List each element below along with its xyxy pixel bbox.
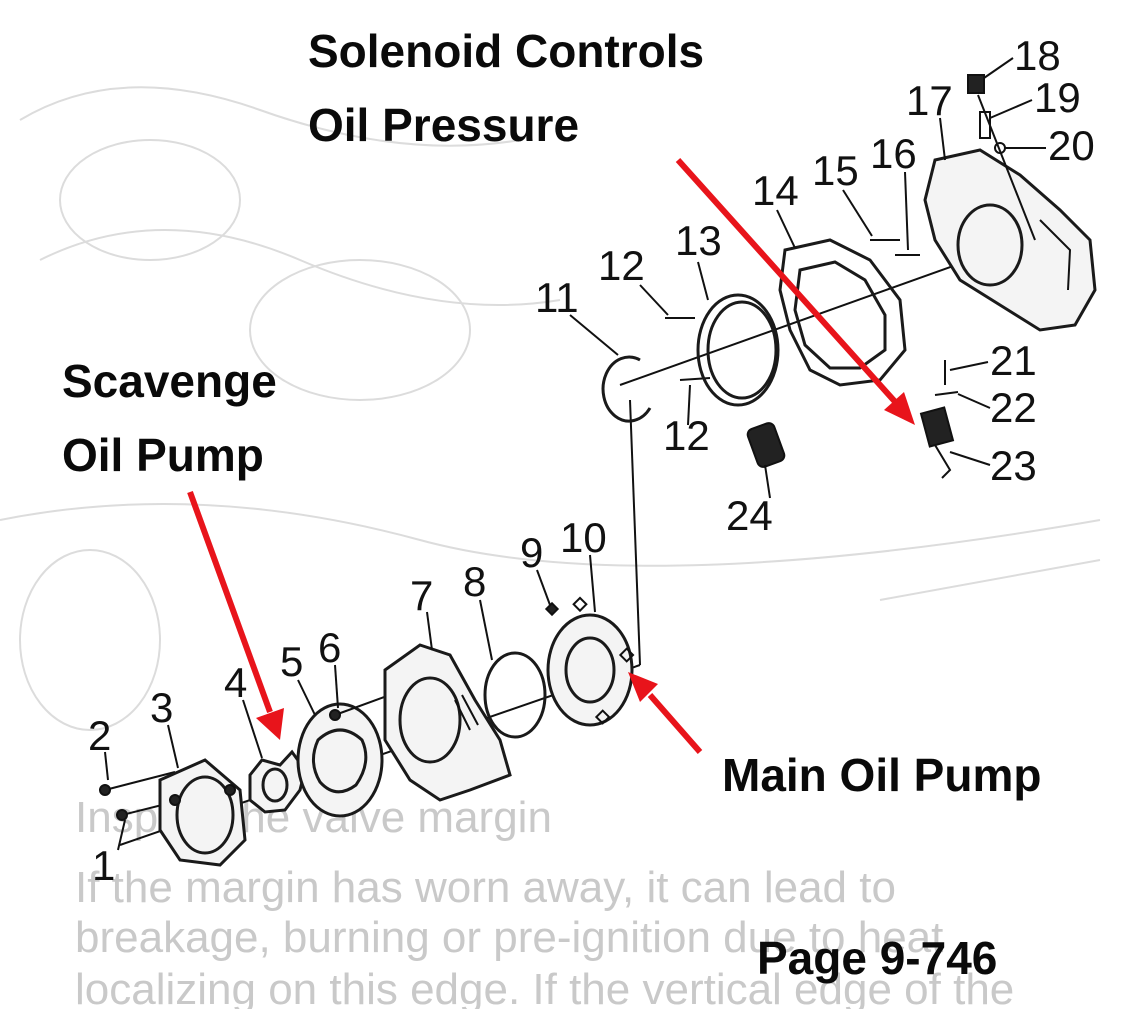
leader-lines <box>104 57 1046 851</box>
background-text: Inspect the valve margin If the margin h… <box>75 793 1014 1009</box>
solenoid-callout-line-2: Oil Pressure <box>308 99 580 151</box>
part-label-8: 8 <box>463 558 486 605</box>
part-8-o-ring <box>483 651 547 739</box>
part-label-5: 5 <box>280 638 303 685</box>
part-label-24: 24 <box>726 492 773 539</box>
part-label-23: 23 <box>990 442 1037 489</box>
part-label-13: 13 <box>675 217 722 264</box>
main-pump-arrow <box>647 693 703 754</box>
part-18-19-20-valve <box>967 74 1036 241</box>
part-label-15: 15 <box>812 147 859 194</box>
part-12-13-pins-ring <box>665 293 780 407</box>
page-reference: Page 9-746 <box>757 932 998 984</box>
part-7-pump-body <box>383 643 512 802</box>
part-label-11: 11 <box>535 274 579 321</box>
part-label-4: 4 <box>224 659 247 706</box>
bg-text-line-4: localizing on this edge. If the vertical… <box>75 965 1014 1009</box>
part-14-gasket <box>778 238 907 387</box>
part-label-10: 10 <box>560 514 607 561</box>
background-engine-sketch <box>0 86 1101 731</box>
part-label-12a: 12 <box>598 242 645 289</box>
part-15-16-pins <box>870 239 920 256</box>
part-label-9: 9 <box>520 529 543 576</box>
part-21-22-23-solenoid <box>919 360 959 479</box>
part-5-outer-gear <box>296 702 384 818</box>
part-label-21: 21 <box>990 337 1037 384</box>
part-number-labels: 1 2 3 4 5 6 7 8 9 10 11 12 12 13 14 15 1… <box>88 32 1095 889</box>
part-label-1: 1 <box>92 842 115 889</box>
solenoid-arrow <box>675 157 901 408</box>
scavenge-arrow <box>187 490 273 714</box>
part-label-22: 22 <box>990 384 1037 431</box>
part-label-17: 17 <box>906 77 953 124</box>
part-label-3: 3 <box>150 684 173 731</box>
part-17-front-cover <box>923 148 1097 332</box>
part-label-6: 6 <box>318 624 341 671</box>
part-label-7: 7 <box>410 572 433 619</box>
solenoid-callout-line-1: Solenoid Controls <box>308 25 705 77</box>
bg-text-line-3: breakage, burning or pre-ignition due to… <box>75 913 943 962</box>
part-bolts-1-2 <box>99 771 183 821</box>
scavenge-callout-line-1: Scavenge <box>62 355 277 407</box>
main-pump-callout: Main Oil Pump <box>722 749 1042 801</box>
scavenge-callout-line-2: Oil Pump <box>62 429 264 481</box>
part-label-20: 20 <box>1048 122 1095 169</box>
part-label-16: 16 <box>870 130 917 177</box>
part-3-pump-cover <box>158 758 247 867</box>
part-label-19: 19 <box>1034 74 1081 121</box>
part-label-2: 2 <box>88 712 111 759</box>
red-callout-arrows <box>187 157 915 754</box>
part-9-10-main-pump <box>544 596 635 727</box>
part-label-14: 14 <box>752 167 799 214</box>
part-24-plug <box>746 422 786 468</box>
part-11-snap-ring <box>601 355 652 423</box>
bg-text-line-2: If the margin has worn away, it can lead… <box>75 863 896 912</box>
part-label-18: 18 <box>1014 32 1061 79</box>
part-label-12b: 12 <box>663 412 710 459</box>
